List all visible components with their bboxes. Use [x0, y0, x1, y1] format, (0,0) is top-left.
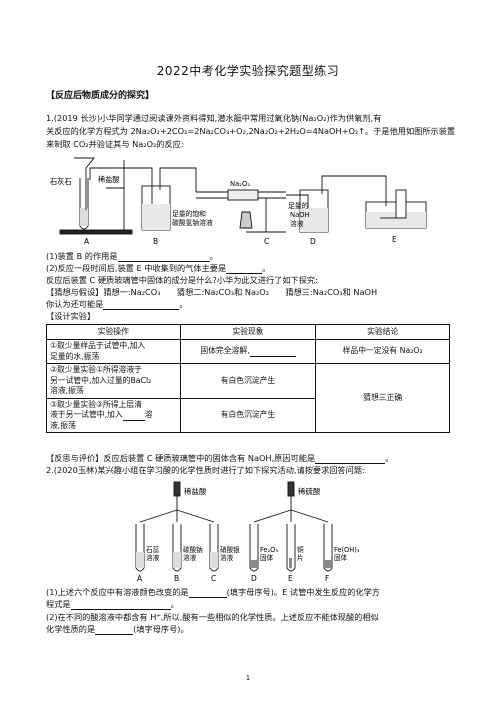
tube-e-label: E — [288, 574, 293, 582]
q1-text-line2: 关反应的化学方程式为 2Na₂O₂+2CO₂=2Na₂CO₃+O₂,2Na₂O₂… — [46, 126, 456, 136]
row1-phenomenon: 固体完全溶解, — [179, 339, 317, 364]
row3-phenomenon: 有白色沉淀产生 — [179, 397, 317, 433]
label-h2so4: 稀硫酸 — [298, 486, 321, 496]
also-possible: 你认为还可能是。 — [46, 299, 188, 310]
label-d: D — [310, 237, 316, 246]
apparatus-figure: 石灰石 稀盐酸 足量的饱和 碳酸氢钠溶液 Na₂O₂ 足量的 NaOH 溶液 A… — [50, 157, 427, 246]
label-e: E — [392, 235, 397, 244]
tube-b-l1: 碳酸钠 — [183, 545, 203, 554]
answer-blank[interactable] — [103, 300, 180, 310]
label-a: A — [84, 237, 90, 246]
label-b-line2: 碳酸氢钠溶液 — [172, 218, 213, 227]
answer-blank[interactable] — [188, 588, 227, 598]
label-stone: 石灰石 — [50, 177, 72, 186]
q1-text-line1: 1.(2019 长沙)小华同学通过阅读课外资料得知,潜水艇中常用过氧化钠(Na₂… — [46, 113, 382, 123]
tube-a-l1: 石蕊 — [146, 545, 160, 554]
answer-blank[interactable] — [70, 600, 171, 610]
tube-d-l2: 固体 — [260, 553, 274, 562]
label-d-line3: 溶液 — [290, 219, 304, 228]
tube-f-l2: 固体 — [334, 553, 348, 562]
header-phenomenon: 实验现象 — [179, 324, 317, 340]
experiment-table: 实验操作 实验现象 实验结论 ①取少量样品于试管中,加入 足量的水,振荡 固体完… — [46, 324, 450, 433]
tube-e-l1: 铜 — [297, 545, 304, 554]
tube-f-label: F — [325, 574, 329, 582]
tube-b-l2: 溶液 — [183, 553, 197, 562]
page-number: 1 — [245, 674, 251, 682]
header-conclusion: 实验结论 — [315, 324, 450, 340]
tube-e-l2: 片 — [297, 553, 304, 562]
row1-operation: ①取少量样品于试管中,加入 足量的水,振荡 — [46, 339, 181, 364]
row2-phenomenon: 有白色沉淀产生 — [179, 363, 317, 399]
q2-sub2-line1: (2)在不同的酸溶液中都含有 H⁺,所以,酸有一些相似的化学性质。上述反应不能体… — [46, 612, 379, 622]
row1-conclusion: 样品中一定没有 Na₂O₂ — [315, 339, 450, 364]
answer-blank[interactable] — [249, 347, 296, 357]
q1-sub2: (2)反应一段时间后,装置 E 中收集到的气体主要是。 — [46, 263, 271, 274]
answer-blank[interactable] — [226, 264, 263, 274]
label-d-line1: 足量的 — [288, 201, 309, 210]
label-b: B — [153, 237, 158, 246]
header-operation: 实验操作 — [46, 324, 181, 340]
design-heading: 【设计实验】 — [46, 311, 96, 321]
label-c: C — [264, 237, 269, 246]
tube-c-l2: 溶液 — [220, 553, 234, 562]
label-b-line1: 足量的饱和 — [172, 209, 206, 218]
q1-sub3: 反应后装置 C 硬质玻璃管中固体的成分是什么?小华为此又进行了如下探究: — [46, 275, 318, 285]
page-title: 2022中考化学实验探究题型练习 — [156, 64, 340, 78]
row23-conclusion: 猜想三正确 — [315, 363, 450, 433]
q2-sub1-line2: 程式是。 — [46, 599, 179, 610]
answer-blank[interactable] — [95, 625, 134, 635]
label-acid: 稀盐酸 — [98, 175, 120, 184]
q1-text-line3: 来制取 CO₂并验证其与 Na₂O₂的反应: — [46, 139, 184, 149]
answer-blank[interactable] — [122, 411, 145, 421]
tube-d-l1: Fe₂O₃ — [260, 546, 278, 554]
q2-sub2-line2: 化学性质的是(填字母序号)。 — [46, 624, 189, 635]
tube-b-label: B — [174, 574, 179, 582]
tube-c-l1: 硝酸银 — [220, 545, 240, 554]
section-heading: 【反应后物质成分的探究】 — [46, 91, 155, 101]
label-hcl: 稀盐酸 — [184, 486, 207, 496]
row2-operation: ②取少量实验①所得溶液于 另一试管中,加入过量的BaCl₂ 溶液,振荡 — [46, 363, 181, 399]
reflection: 【反思与评价】反应后装置 C 硬质玻璃管中的固体含有 NaOH,原因可能是。 — [46, 453, 394, 464]
q2-sub1-line1: (1)上述六个反应中有溶液颜色改变的是(填字母序号)。E 试管中发生反应的化学方 — [46, 587, 380, 598]
answer-blank[interactable] — [315, 454, 386, 464]
q2-intro: 2.(2020玉林)某兴趣小组在学习酸的化学性质时进行了如下探究活动,请按要求回… — [46, 465, 365, 475]
q1-sub1: (1)装置 B 的作用是。 — [46, 251, 218, 262]
tube-f-l1: Fe(OH)₃ — [334, 546, 360, 554]
label-na2o2: Na₂O₂ — [230, 180, 250, 188]
row3-operation: ③取少量实验②所得上层清 液于另一试管中,加入溶 液,振荡 — [46, 397, 181, 433]
tube-a-l2: 溶液 — [146, 553, 160, 562]
label-d-line2: NaOH — [290, 211, 310, 219]
tube-a-label: A — [137, 574, 143, 582]
tube-d-label: D — [251, 574, 257, 582]
test-tubes-figure: 稀盐酸 稀硫酸 石蕊 溶液 碳酸钠 溶液 硝酸银 溶液 Fe₂O₃ 固体 铜 片… — [135, 481, 360, 582]
tube-c-label: C — [211, 574, 216, 582]
answer-blank[interactable] — [117, 252, 210, 262]
hypothesis: 【猜想与假设】猜想一:Na₂CO₃ 猜想二:Na₂CO₃和 Na₂O₂ 猜想三:… — [46, 287, 378, 297]
